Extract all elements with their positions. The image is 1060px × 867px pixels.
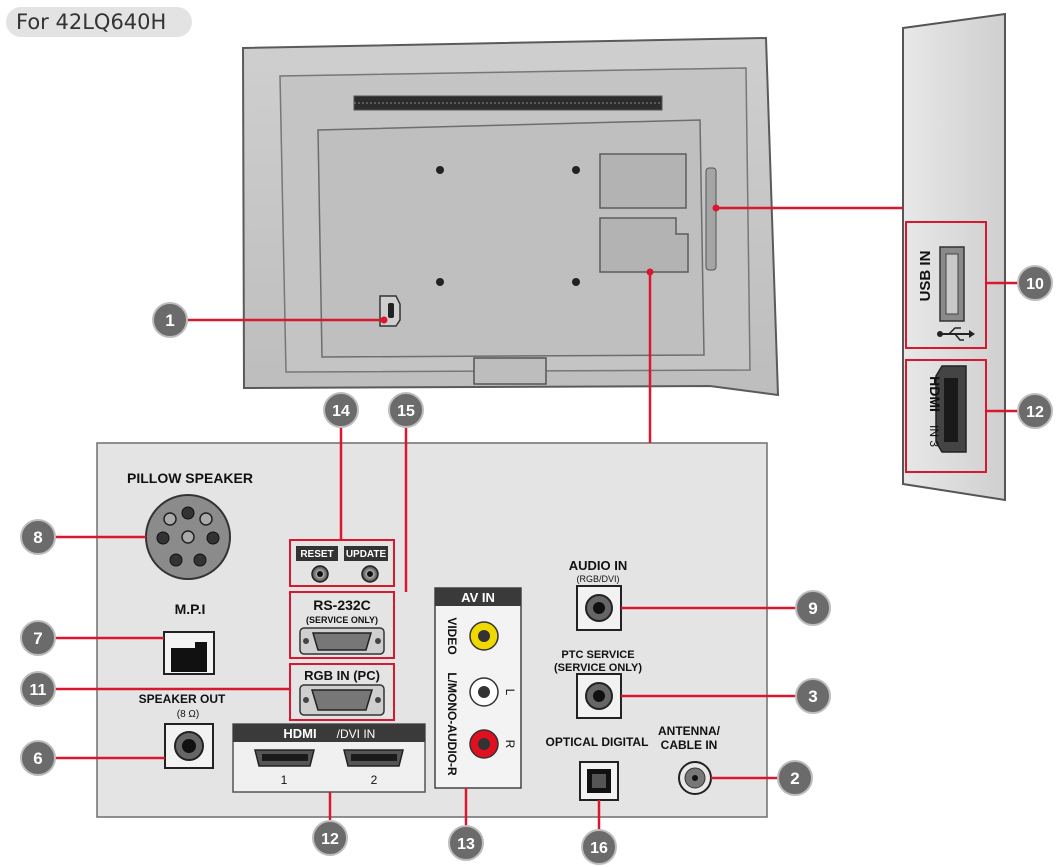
side-slot [705, 167, 717, 271]
audio-in-jack[interactable] [576, 585, 622, 631]
optical-digital-label: OPTICAL DIGITAL [546, 735, 649, 749]
svg-text:12: 12 [1026, 404, 1044, 421]
rs232c-note: (SERVICE ONLY) [306, 615, 378, 625]
speaker-out-ohm-label: (8 Ω) [177, 709, 199, 720]
callout-1: 1 [152, 302, 188, 338]
l-mono-audio-r-label: L/MONO-AUDIO-R [445, 672, 459, 776]
ptc-service-label: PTC SERVICE [561, 649, 634, 661]
vesa-hole [572, 166, 580, 174]
pillow-speaker-label: PILLOW SPEAKER [127, 470, 253, 486]
svg-text:10: 10 [1026, 276, 1044, 293]
tv-side-panel: USB IN HDMI IN 3 [902, 12, 1006, 502]
reset-label: RESET [300, 549, 333, 560]
hdmi-port-1[interactable] [254, 749, 315, 767]
svg-text:9: 9 [808, 599, 817, 618]
audio-in-note: (RGB/DVI) [576, 574, 619, 584]
callout-9: 9 [795, 590, 831, 626]
callout-11: 11 [20, 671, 56, 707]
audio-in-label: AUDIO IN [569, 558, 628, 573]
hdmi-side-logo: HDMI [927, 376, 943, 412]
hdmi-in3-box [905, 359, 987, 473]
optical-digital-port[interactable] [579, 761, 619, 801]
svg-text:1: 1 [165, 311, 174, 330]
av-in-label: AV IN [461, 590, 495, 605]
usb-in-box [905, 221, 987, 349]
cable-in-label: CABLE IN [661, 738, 718, 752]
callout-8: 8 [20, 519, 56, 555]
hdmi-port-2-label: 2 [371, 773, 378, 787]
rear-jack-panel [599, 217, 689, 273]
svg-text:8: 8 [33, 528, 42, 547]
callout-12-bottom: 12 [312, 820, 348, 856]
svg-text:7: 7 [33, 629, 42, 648]
update-label: UPDATE [346, 549, 387, 560]
callout-15: 15 [388, 392, 424, 428]
rgb-in-label: RGB IN (PC) [304, 668, 380, 683]
antenna-label: ANTENNA/ [658, 724, 721, 738]
callout-13: 13 [448, 825, 484, 861]
update-jack[interactable] [361, 565, 379, 583]
speaker-out-label: SPEAKER OUT [139, 692, 226, 706]
audio-l-jack[interactable] [469, 677, 499, 707]
callout-16: 16 [581, 829, 617, 865]
rs232c-label: RS-232C [313, 597, 371, 613]
speaker-out-jack[interactable] [164, 723, 214, 769]
pillow-speaker-connector[interactable] [145, 494, 231, 580]
callout-12-side: 12 [1017, 393, 1053, 429]
audio-l-label: L [503, 689, 517, 696]
ptc-service-jack[interactable] [576, 673, 622, 719]
vesa-hole [436, 278, 444, 286]
antenna-cable-in-jack[interactable] [678, 761, 712, 795]
rgb-in-port[interactable] [299, 684, 385, 716]
hdmi-port-1-label: 1 [281, 773, 288, 787]
svg-text:6: 6 [33, 749, 42, 768]
model-label: For 42LQ640H [6, 7, 192, 37]
callout-14: 14 [323, 392, 359, 428]
callout-2: 2 [777, 760, 813, 796]
svg-text:15: 15 [397, 403, 415, 420]
video-label: VIDEO [445, 617, 459, 654]
hdmi-side-in-label: IN 3 [927, 425, 941, 447]
callout-7: 7 [20, 620, 56, 656]
vesa-hole [436, 166, 444, 174]
audio-r-jack[interactable] [469, 729, 499, 759]
callout-3: 3 [795, 678, 831, 714]
tv-rear [241, 36, 780, 397]
rs232c-port[interactable] [299, 627, 385, 655]
svg-text:16: 16 [590, 840, 608, 857]
svg-text:11: 11 [30, 682, 47, 699]
svg-text:13: 13 [457, 836, 475, 853]
ptc-service-note: (SERVICE ONLY) [554, 662, 642, 674]
stand-mount [473, 357, 547, 385]
callout-6: 6 [20, 740, 56, 776]
rear-jack-panel-enlarged: PILLOW SPEAKER M.P.I SPEAKER OUT [96, 442, 768, 818]
callout-10: 10 [1017, 265, 1053, 301]
usb-trident-icon [937, 327, 975, 341]
svg-text:14: 14 [332, 403, 350, 420]
svg-text:2: 2 [790, 769, 799, 788]
leader-lines [54, 204, 1018, 832]
vesa-hole [572, 278, 580, 286]
audio-r-label: R [503, 740, 517, 749]
svg-text:12: 12 [321, 831, 339, 848]
hdmi-port-2[interactable] [343, 749, 404, 767]
mpi-port[interactable] [163, 631, 215, 675]
video-jack[interactable] [469, 621, 499, 651]
usb-in-label: USB IN [917, 251, 934, 302]
hdmi-dvi-in-label: /DVI IN [337, 727, 376, 741]
reset-jack[interactable] [311, 565, 329, 583]
mpi-label: M.P.I [175, 601, 206, 617]
svg-text:3: 3 [808, 687, 817, 706]
hdmi-logo: HDMI [283, 726, 316, 741]
